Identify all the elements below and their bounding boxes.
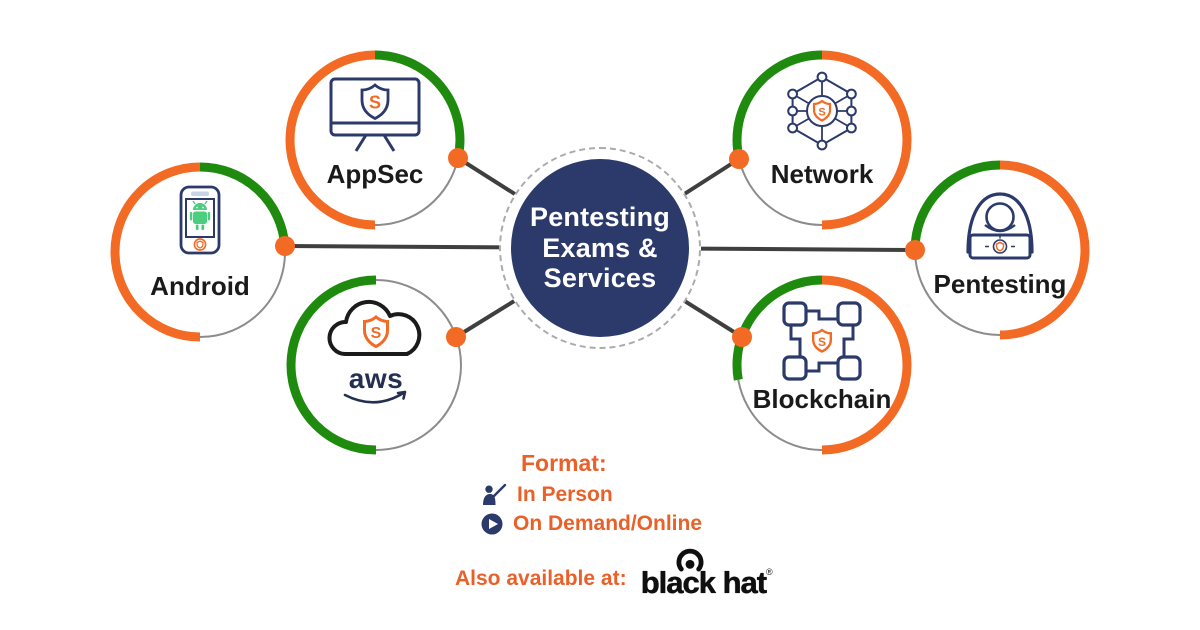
ring-arc-green (732, 50, 823, 161)
format-item-label: On Demand/Online (513, 512, 703, 535)
ring-arc-gray (199, 246, 286, 338)
ring-arc-orange (821, 50, 912, 230)
format-title: Format: (521, 450, 607, 476)
ring-arc-gray (914, 249, 1001, 336)
ring-arc-green (910, 160, 1001, 251)
footer-prefix: Also available at: (455, 567, 627, 590)
ring-arc-green (199, 162, 290, 247)
network-graph-shield-icon: S (787, 71, 857, 151)
aws-smile-arrow (343, 390, 407, 404)
hub-title-line2: Exams & (542, 232, 658, 263)
hub-title-line1: Pentesting (529, 202, 671, 233)
node-pentesting: Pentesting (905, 155, 1095, 345)
hub-title-line3: Services (543, 263, 657, 294)
format-item-in-person: In Person (480, 483, 702, 507)
aws-logo-text: aws (349, 363, 403, 394)
ring-arc-orange (285, 50, 376, 230)
blackhat-logo: black hat® (641, 546, 773, 598)
ring-arc-green (286, 275, 377, 455)
node-android: Android (105, 157, 295, 347)
blackhat-wordmark: black hat® (641, 567, 773, 598)
aws-cloud-shield-icon: S aws (327, 299, 422, 404)
android-robot-icon (189, 200, 211, 230)
format-item-on-demand: On Demand/Online (480, 512, 702, 536)
format-section: Format: In Person On Demand/Online (480, 450, 702, 536)
blackhat-symbol-icon (676, 548, 704, 572)
ring-arc-orange (999, 160, 1090, 340)
blockchain-links-shield-icon: S (782, 301, 862, 381)
shield-logo-letter: S (369, 93, 381, 113)
shield-logo-letter: S (371, 325, 382, 342)
blackhat-text: black hat (640, 565, 767, 600)
node-appsec: S AppSec (280, 45, 470, 235)
node-network: S Network (727, 45, 917, 235)
hacker-laptop-icon (966, 192, 1034, 260)
presenter-icon (483, 483, 507, 505)
ring-arc-orange (110, 162, 201, 342)
ring-arc-gray (738, 158, 823, 226)
appsec-monitor-shield-icon: S (329, 77, 421, 152)
shield-logo-letter: S (818, 107, 825, 119)
node-label-blockchain: Blockchain (753, 384, 892, 414)
node-label-pentesting: Pentesting (934, 269, 1067, 299)
hub-circle: Pentesting Exams & Services (499, 147, 701, 349)
node-disc (737, 280, 907, 450)
ring-arc-green (374, 50, 465, 159)
node-blockchain: S Blockchain (727, 270, 917, 460)
play-icon (481, 513, 503, 535)
android-phone-icon (179, 185, 221, 255)
ring-arc-green (732, 275, 823, 381)
node-label-network: Network (771, 159, 874, 189)
format-item-label: In Person (517, 483, 613, 506)
ring-arc-orange (821, 275, 912, 455)
node-disc (291, 280, 461, 450)
hub-disc: Pentesting Exams & Services (511, 159, 689, 337)
ring-arc-gray (375, 279, 462, 451)
node-aws: S aws (281, 270, 471, 460)
footer-section: Also available at: black hat® (455, 546, 773, 598)
node-label-android: Android (150, 271, 250, 301)
ring-arc-gray (374, 157, 460, 226)
registered-mark: ® (765, 567, 773, 577)
node-label-appsec: AppSec (327, 159, 424, 189)
shield-logo-letter: S (818, 335, 826, 349)
ring-arc-gray (737, 379, 823, 451)
